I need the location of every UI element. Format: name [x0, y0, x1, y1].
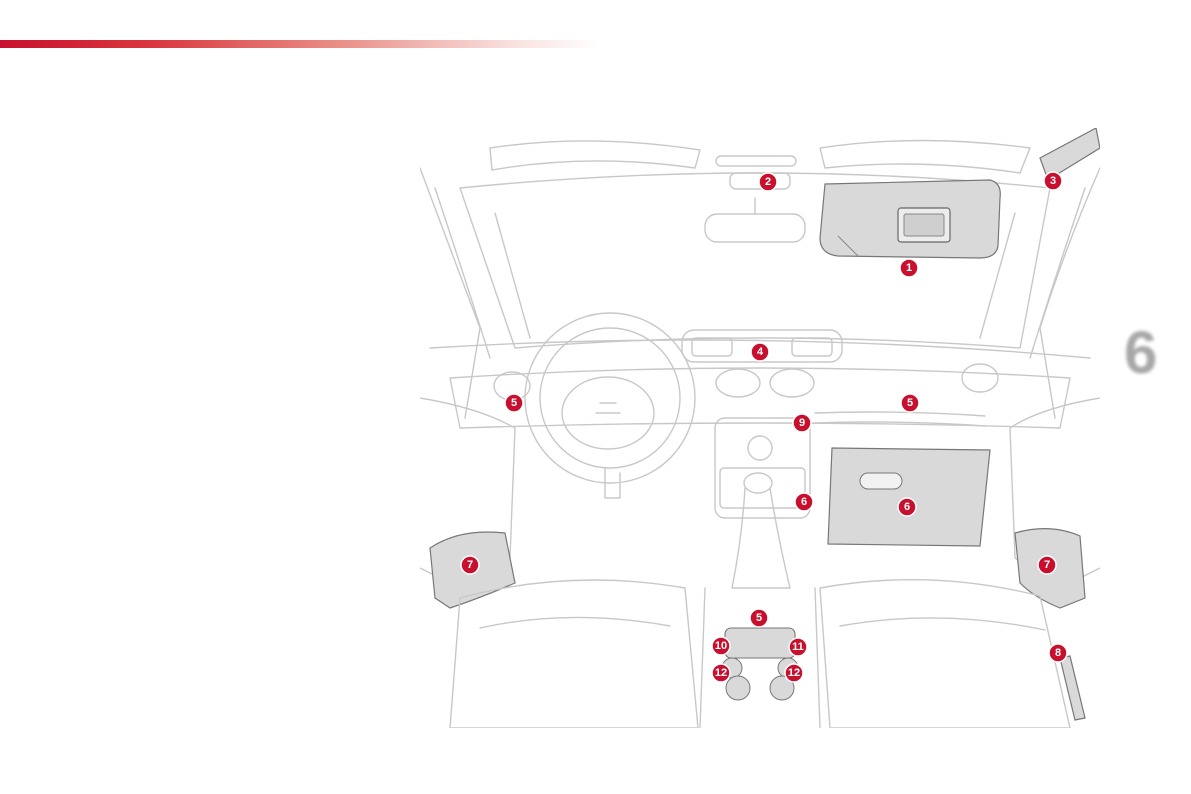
marker-8[interactable]: 8 [1049, 644, 1067, 662]
svg-text:12: 12 [715, 667, 727, 679]
svg-text:1: 1 [906, 262, 912, 274]
marker-12a[interactable]: 12 [712, 664, 730, 682]
svg-text:11: 11 [792, 641, 804, 653]
svg-text:12: 12 [788, 667, 800, 679]
marker-3[interactable]: 3 [1044, 172, 1062, 190]
svg-text:2: 2 [765, 176, 771, 188]
marker-1[interactable]: 1 [900, 259, 918, 277]
marker-9[interactable]: 9 [793, 414, 811, 432]
marker-5a[interactable]: 5 [505, 394, 523, 412]
svg-text:5: 5 [907, 397, 913, 409]
svg-text:4: 4 [757, 346, 764, 358]
svg-text:6: 6 [904, 501, 910, 513]
marker-5b[interactable]: 5 [901, 394, 919, 412]
marker-5d[interactable]: 5 [750, 609, 768, 627]
marker-2[interactable]: 2 [759, 173, 777, 191]
svg-text:6: 6 [801, 496, 807, 508]
marker-6[interactable]: 6 [898, 498, 916, 516]
marker-7b[interactable]: 7 [1038, 556, 1056, 574]
marker-7a[interactable]: 7 [461, 556, 479, 574]
svg-text:7: 7 [1044, 559, 1050, 571]
svg-text:8: 8 [1055, 647, 1061, 659]
svg-text:5: 5 [756, 612, 762, 624]
marker-10[interactable]: 10 [712, 637, 730, 655]
marker-12b[interactable]: 12 [785, 664, 803, 682]
marker-5c[interactable]: 6 [795, 493, 813, 511]
marker-4[interactable]: 4 [751, 343, 769, 361]
svg-text:10: 10 [715, 640, 727, 652]
svg-text:5: 5 [511, 397, 517, 409]
svg-text:7: 7 [467, 559, 473, 571]
svg-text:9: 9 [799, 417, 805, 429]
marker-11[interactable]: 11 [789, 638, 807, 656]
svg-text:3: 3 [1050, 175, 1056, 187]
